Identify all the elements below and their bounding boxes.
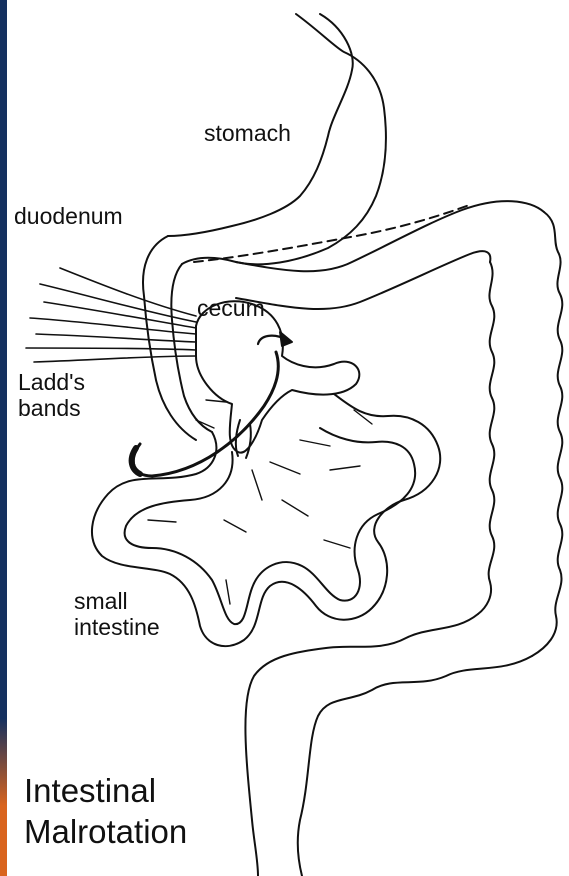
duodenum-label: duodenum xyxy=(14,203,123,229)
ladds-bands-label: Ladd's bands xyxy=(18,369,85,422)
duodenum-inner xyxy=(171,264,212,432)
colon-descending-inner xyxy=(478,262,494,614)
stomach-label: stomach xyxy=(204,120,291,146)
duodenum-outline xyxy=(143,236,196,440)
diagram-title: Intestinal Malrotation xyxy=(24,770,187,853)
small-intestine-label-line1: small xyxy=(74,588,160,614)
colon-sigmoid-bottom xyxy=(298,656,532,876)
diagram-title-line2: Malrotation xyxy=(24,811,187,852)
cecum-label: cecum xyxy=(197,295,265,321)
colon-descending-outer xyxy=(532,212,562,656)
rotation-arrowhead xyxy=(280,332,292,346)
ladds-bands xyxy=(26,268,196,362)
diagram-title-line1: Intestinal xyxy=(24,770,187,811)
small-intestine-inner xyxy=(125,428,416,624)
ladds-bands-label-line1: Ladd's xyxy=(18,369,85,395)
volvulus-arrow-head xyxy=(132,448,140,474)
small-intestine-label-line2: intestine xyxy=(74,614,160,640)
ladds-bands-label-line2: bands xyxy=(18,395,85,421)
colon-transverse-top xyxy=(236,201,544,271)
colon-sigmoid-top xyxy=(245,614,478,876)
small-intestine-label: small intestine xyxy=(74,588,160,641)
pylorus-dashed-line xyxy=(194,204,472,262)
colon-transverse-bottom xyxy=(236,251,490,309)
